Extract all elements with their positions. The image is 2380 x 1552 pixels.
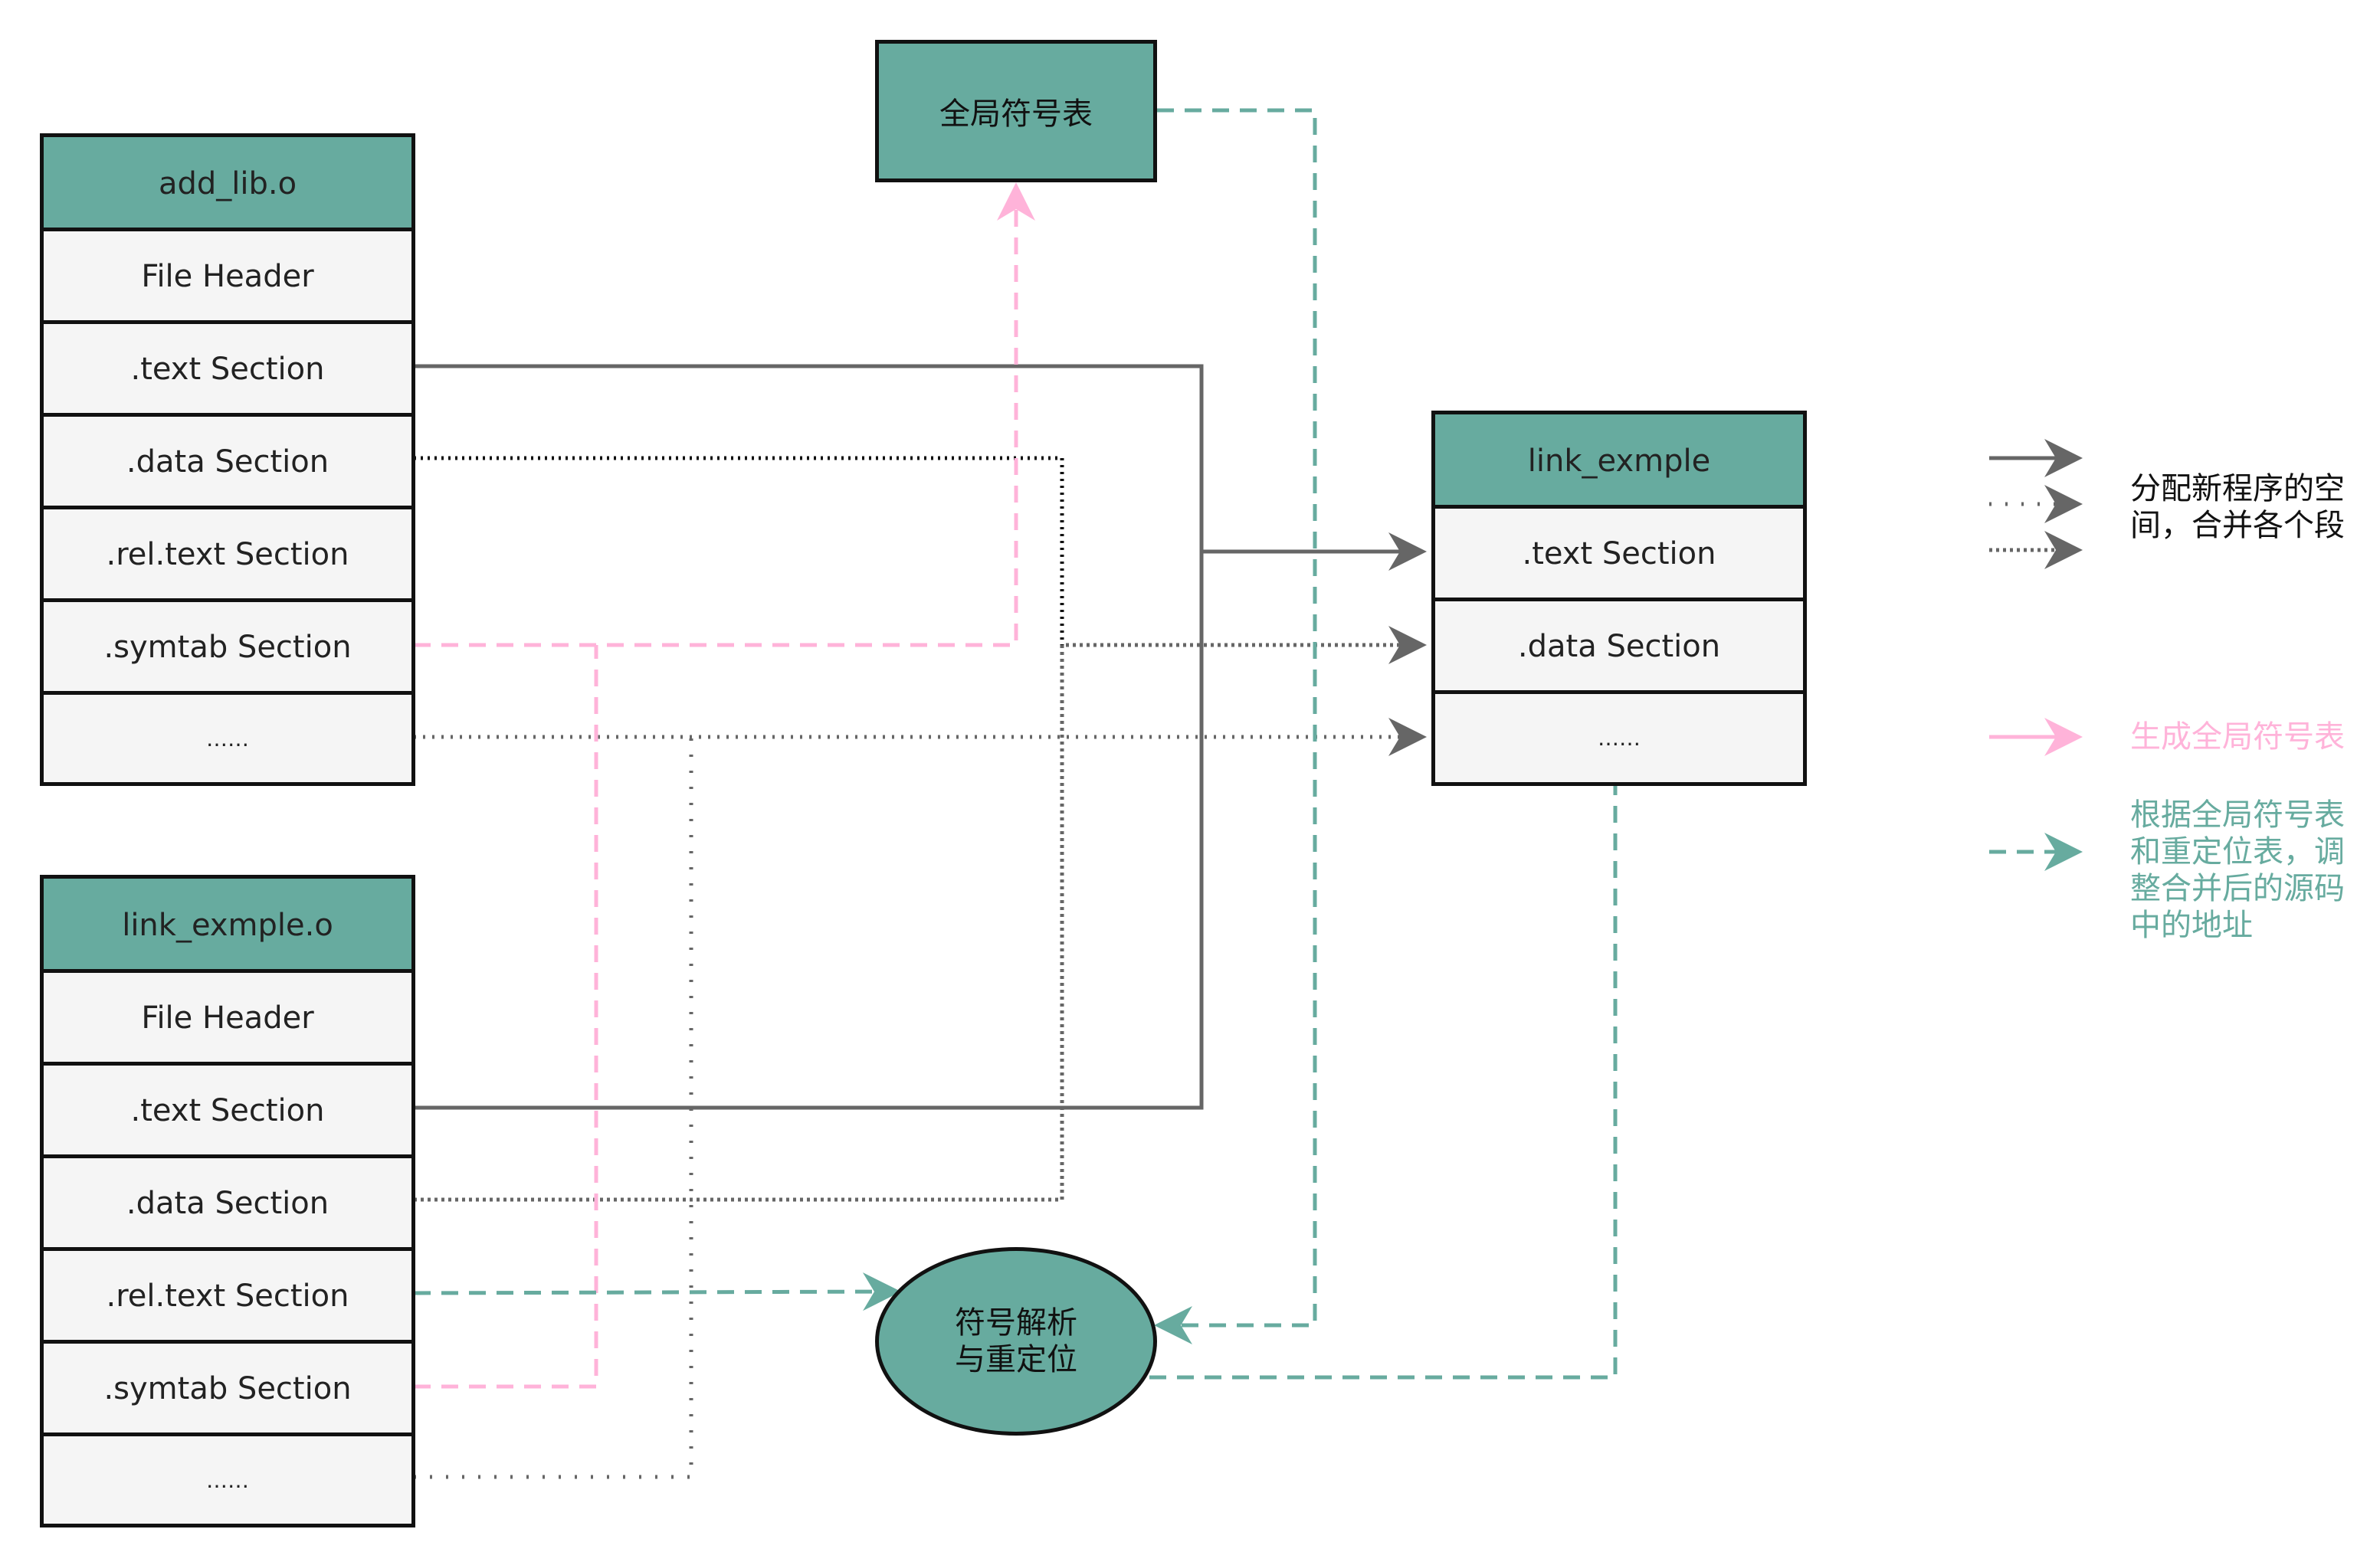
link-exmple-o-symtab-section: .symtab Section [44, 1340, 411, 1433]
wire-symtab-addlib [414, 182, 1035, 647]
resolve-line-2: 与重定位 [955, 1342, 1077, 1377]
wire-symtab-linkexmple [414, 645, 598, 1389]
add-lib-symtab-section: .symtab Section [44, 598, 411, 692]
wire-text-addlib [414, 364, 1427, 571]
add-lib-rel-text-section: .rel.text Section [44, 506, 411, 599]
legend-merge-line-1: 分配新程序的空 [2130, 471, 2345, 506]
wire-reltext-to-resolve [413, 1272, 901, 1311]
wire-symtable-to-resolve [1154, 108, 1317, 1344]
link-exmple-o-file-header: File Header [44, 969, 411, 1062]
link-exmple-o-data-section: .data Section [44, 1154, 411, 1248]
add-lib-text-section: .text Section [44, 320, 411, 414]
legend-merge-text: 分配新程序的空 间，合并各个段 [2130, 470, 2345, 544]
link-exmple-executable: link_exmple .text Section .data Section … [1431, 411, 1807, 786]
symbol-resolution-relocation: 符号解析 与重定位 [875, 1247, 1157, 1436]
add-lib-object: add_lib.o File Header .text Section .dat… [40, 133, 415, 786]
legend-relocate-text: 根据全局符号表 和重定位表，调 整合并后的源码 中的地址 [2130, 797, 2345, 944]
add-lib-data-section: .data Section [44, 413, 411, 506]
legend-relocate-line-2: 和重定位表，调 [2130, 834, 2345, 869]
legend-merge-line-2: 间，合并各个段 [2130, 508, 2345, 543]
link-exmple-o-title: link_exmple.o [44, 879, 411, 972]
link-exmple-o-rel-text-section: .rel.text Section [44, 1247, 411, 1341]
legend-relocate-line-4: 中的地址 [2130, 908, 2253, 943]
link-exmple-more-sections: …… [1435, 690, 1803, 782]
link-exmple-o-text-section: .text Section [44, 1062, 411, 1155]
link-exmple-o-object: link_exmple.o File Header .text Section … [40, 875, 415, 1527]
add-lib-title: add_lib.o [44, 137, 411, 231]
add-lib-file-header: File Header [44, 228, 411, 321]
legend-relocate-line-3: 整合并后的源码 [2130, 871, 2345, 906]
link-exmple-title: link_exmple [1435, 414, 1803, 508]
add-lib-more-sections: …… [44, 691, 411, 782]
legend-gen-symtab-text: 生成全局符号表 [2130, 719, 2345, 755]
link-exmple-data-section: .data Section [1435, 598, 1803, 691]
link-exmple-o-more-sections: …… [44, 1432, 411, 1524]
global-symbol-table: 全局符号表 [875, 40, 1157, 182]
wire-data-addlib [414, 456, 1064, 645]
link-exmple-text-section: .text Section [1435, 505, 1803, 598]
wire-data-linkexmple [414, 626, 1427, 1202]
resolve-line-1: 符号解析 [955, 1305, 1077, 1341]
legend-relocate-line-1: 根据全局符号表 [2130, 797, 2345, 833]
wire-text-linkexmple [414, 552, 1204, 1110]
